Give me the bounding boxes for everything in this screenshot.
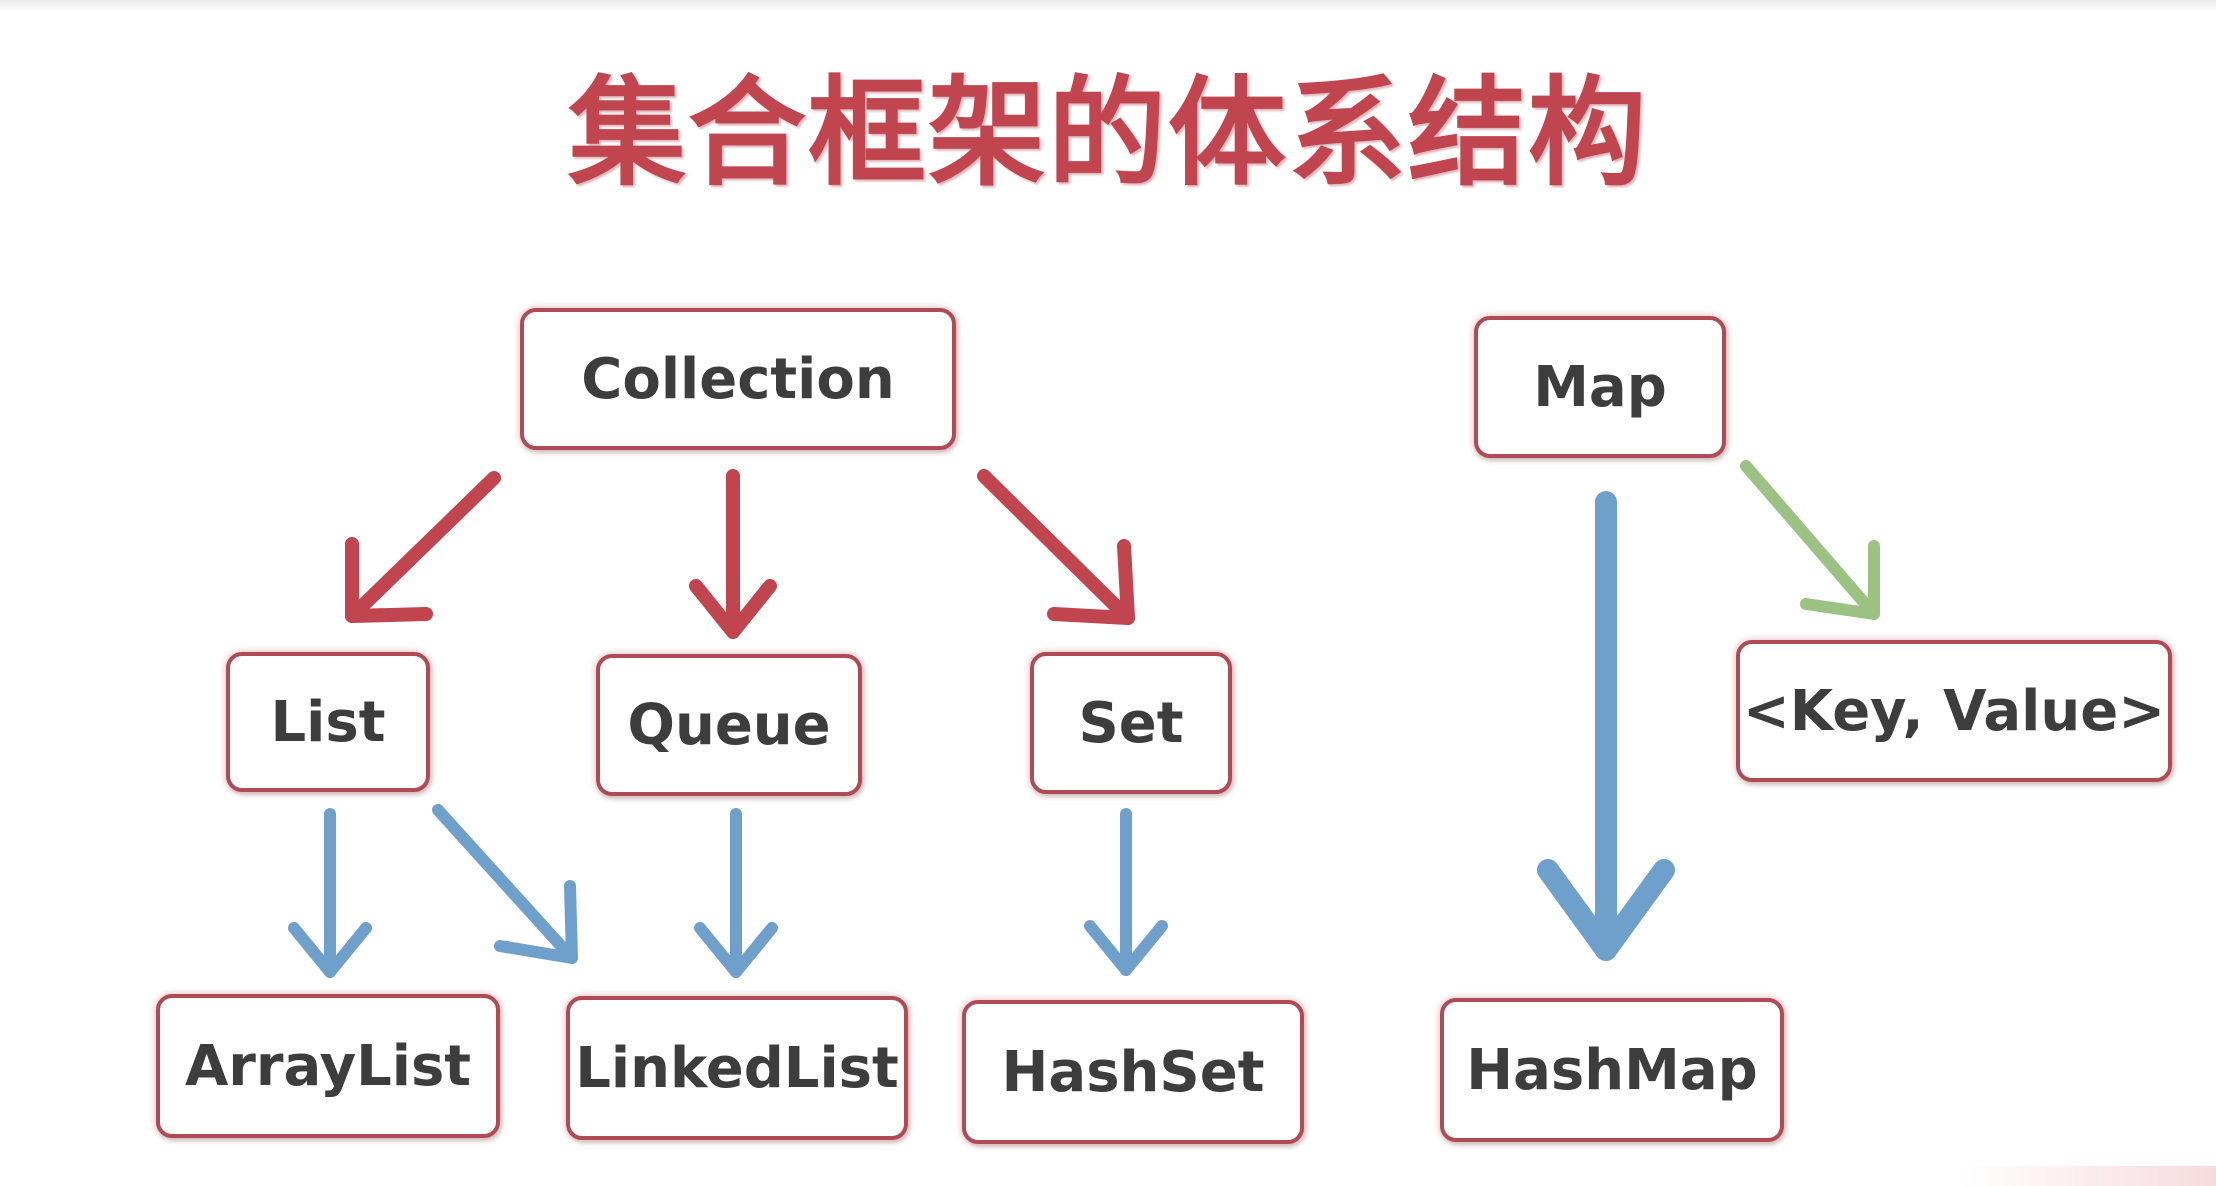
arrow-list-to-linkedlist: [432, 804, 578, 964]
arrow-queue-to-linkedlist: [694, 808, 778, 978]
node-hashset-label: HashSet: [1001, 1039, 1265, 1105]
node-key-value: <Key, Value>: [1736, 640, 2172, 782]
node-collection-label: Collection: [581, 346, 895, 412]
node-list-label: List: [270, 689, 386, 755]
node-arraylist-label: ArrayList: [184, 1033, 472, 1099]
arrow-set-to-hashset: [1084, 808, 1168, 976]
node-hashmap: HashMap: [1440, 998, 1784, 1142]
arrow-map-to-key-value: [1740, 460, 1880, 620]
arrow-map-to-hashmap: [1537, 491, 1675, 961]
arrow-collection-to-list: [345, 471, 501, 623]
node-queue: Queue: [596, 654, 862, 796]
page-title: 集合框架的体系结构: [567, 64, 1648, 202]
node-map-label: Map: [1533, 354, 1667, 420]
node-hashset: HashSet: [962, 1000, 1304, 1144]
node-set: Set: [1030, 652, 1232, 794]
node-linkedlist: LinkedList: [566, 996, 908, 1140]
top-strip: [0, 0, 2216, 12]
arrow-collection-to-set: [977, 469, 1135, 625]
node-map: Map: [1474, 316, 1726, 458]
node-queue-label: Queue: [627, 692, 831, 758]
node-key-value-label: <Key, Value>: [1742, 678, 2166, 744]
node-set-label: Set: [1078, 690, 1184, 756]
arrow-collection-to-queue: [689, 469, 777, 639]
watermark: [1960, 1166, 2216, 1186]
node-linkedlist-label: LinkedList: [575, 1035, 899, 1101]
arrow-list-to-arraylist: [288, 808, 372, 978]
node-collection: Collection: [520, 308, 956, 450]
node-arraylist: ArrayList: [156, 994, 500, 1138]
node-list: List: [226, 652, 430, 792]
node-hashmap-label: HashMap: [1466, 1037, 1758, 1103]
